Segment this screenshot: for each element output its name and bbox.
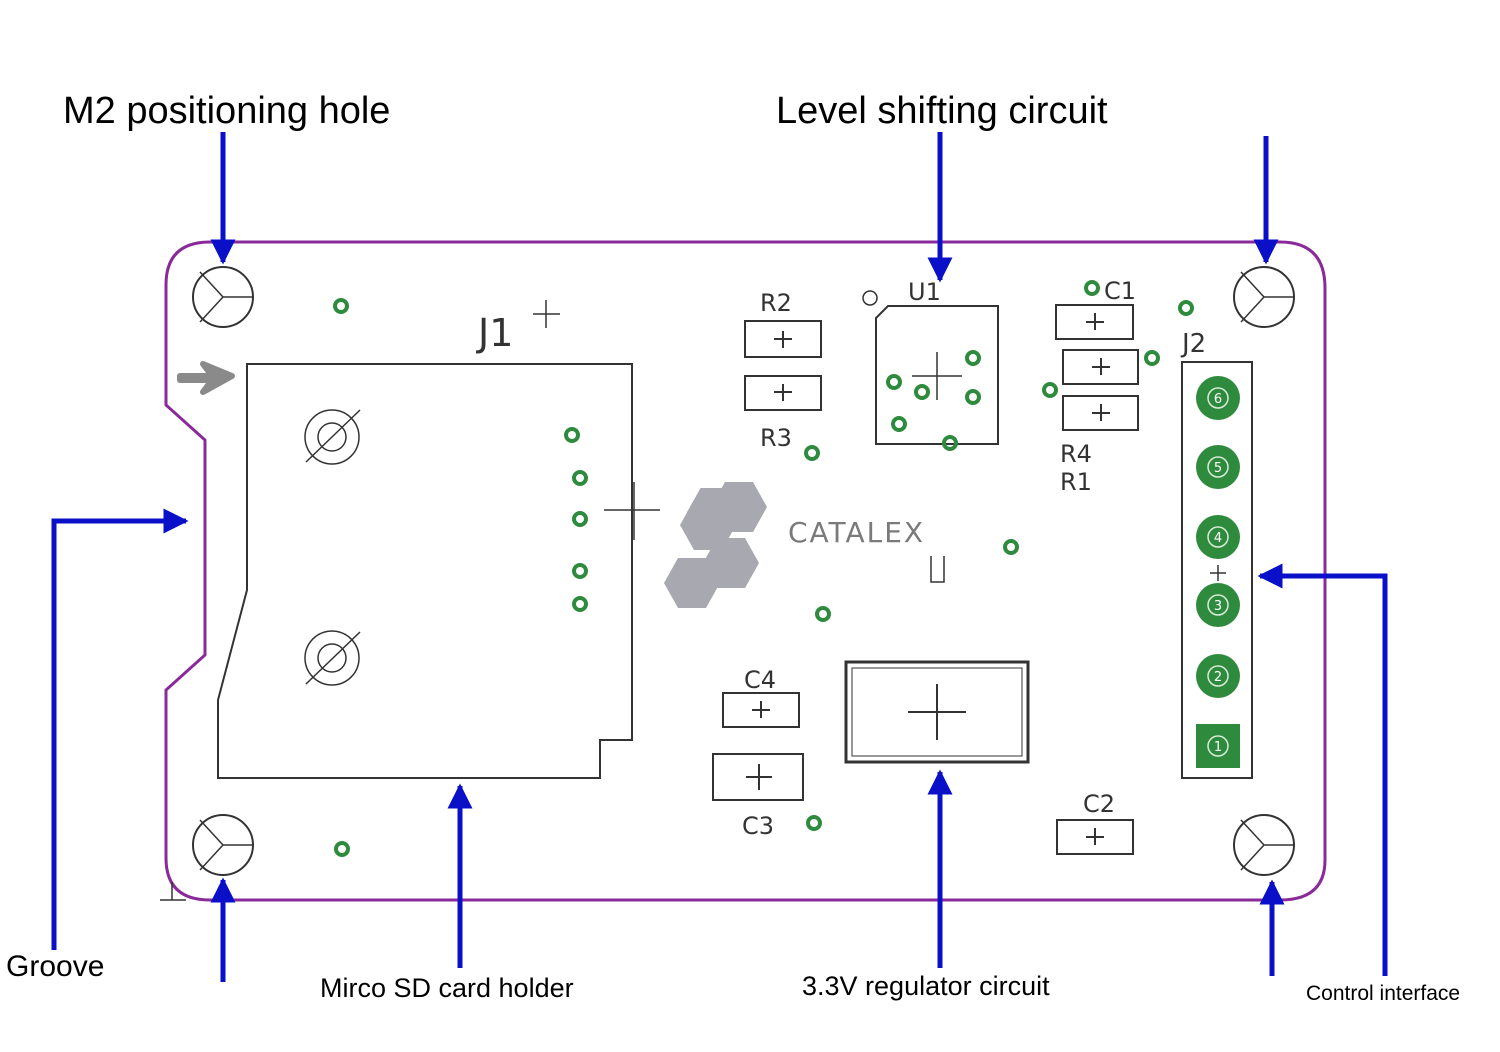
connector-pin-3: 3 — [1196, 583, 1240, 627]
sd-card-holder-outline — [217, 363, 633, 779]
mounting-hole-bottom-right — [1233, 814, 1295, 876]
via — [1084, 280, 1100, 296]
via — [1144, 350, 1160, 366]
capacitor-c3 — [712, 753, 804, 801]
via — [572, 511, 588, 527]
via — [806, 815, 822, 831]
via — [1003, 539, 1019, 555]
via — [914, 384, 930, 400]
mounting-hole-bottom-left — [192, 814, 254, 876]
resistor-r3 — [744, 375, 822, 411]
board-outline — [164, 240, 1327, 902]
catalex-logo — [664, 482, 767, 608]
via — [1178, 300, 1194, 316]
via — [572, 596, 588, 612]
regulator-package — [844, 660, 1030, 764]
j1-label: J1 — [476, 311, 513, 355]
capacitor-c1 — [1055, 304, 1134, 340]
connector-pin-2: 2 — [1196, 654, 1240, 698]
c1-label: C1 — [1104, 277, 1136, 305]
resistor-r2 — [744, 320, 822, 358]
arrow-control-interface — [1257, 563, 1388, 976]
via — [333, 298, 349, 314]
connector-pin-label: 5 — [1214, 461, 1222, 476]
j2-cross-mark — [1210, 565, 1226, 581]
mounting-hole-top-left — [192, 266, 254, 328]
via — [965, 389, 981, 405]
label-control-interface: Control interface — [1306, 982, 1460, 1005]
connector-pin-label: 3 — [1214, 599, 1222, 614]
label-sd-card-holder: Mirco SD card holder — [320, 973, 574, 1003]
c2-label: C2 — [1083, 790, 1115, 818]
connector-j2-outline — [1181, 361, 1253, 779]
sd-holder-post-top — [304, 409, 361, 465]
logo-text: CATALEX — [788, 516, 925, 549]
label-m2-positioning-hole: M2 positioning hole — [63, 90, 390, 132]
via — [804, 445, 820, 461]
connector-pin-4: 4 — [1196, 515, 1240, 559]
via — [334, 841, 350, 857]
card-insert-arrow-icon — [177, 361, 235, 395]
capacitor-c2 — [1056, 819, 1134, 855]
via — [572, 563, 588, 579]
sd-holder-center-cross — [604, 482, 660, 540]
connector-pin-label: 4 — [1214, 531, 1222, 546]
connector-pin-label: 6 — [1214, 392, 1222, 407]
resistor-r1 — [1062, 395, 1139, 431]
via — [942, 435, 958, 451]
c4-label: C4 — [744, 666, 776, 694]
r2-label: R2 — [760, 289, 792, 317]
via — [886, 374, 902, 390]
via — [815, 606, 831, 622]
via — [564, 427, 580, 443]
r4-label: R4 — [1060, 440, 1092, 468]
via — [572, 470, 588, 486]
capacitor-c4 — [722, 692, 800, 728]
c3-label: C3 — [742, 812, 774, 840]
connector-pin-label: 1 — [1214, 740, 1222, 755]
sd-holder-post-bottom — [304, 630, 361, 686]
connector-pin-6: 6 — [1196, 376, 1240, 420]
via — [1042, 382, 1058, 398]
resistor-r4 — [1062, 349, 1139, 385]
j2-label: J2 — [1180, 329, 1206, 359]
r3-label: R3 — [760, 424, 792, 452]
u1-label: U1 — [908, 278, 941, 306]
label-groove: Groove — [6, 950, 104, 983]
callout-arrows — [51, 132, 1388, 982]
connector-pin-label: 2 — [1214, 670, 1222, 685]
pin1-marker — [862, 290, 878, 306]
mounting-hole-top-right — [1233, 266, 1295, 328]
via — [965, 350, 981, 366]
via — [891, 416, 907, 432]
j1-cross-mark — [533, 300, 560, 328]
arrow-groove — [51, 508, 189, 950]
connector-pin-5: 5 — [1196, 445, 1240, 489]
connector-pin-1: 1 — [1196, 724, 1240, 768]
logo-mark — [930, 556, 945, 583]
vias — [333, 280, 1194, 857]
corner-mark — [160, 882, 186, 901]
label-regulator-circuit: 3.3V regulator circuit — [802, 971, 1050, 1001]
connector-pins: 6 5 4 3 2 1 — [1196, 376, 1240, 768]
r1-label: R1 — [1060, 468, 1092, 496]
chip-u1 — [875, 305, 999, 445]
label-level-shifting-circuit: Level shifting circuit — [776, 90, 1108, 132]
